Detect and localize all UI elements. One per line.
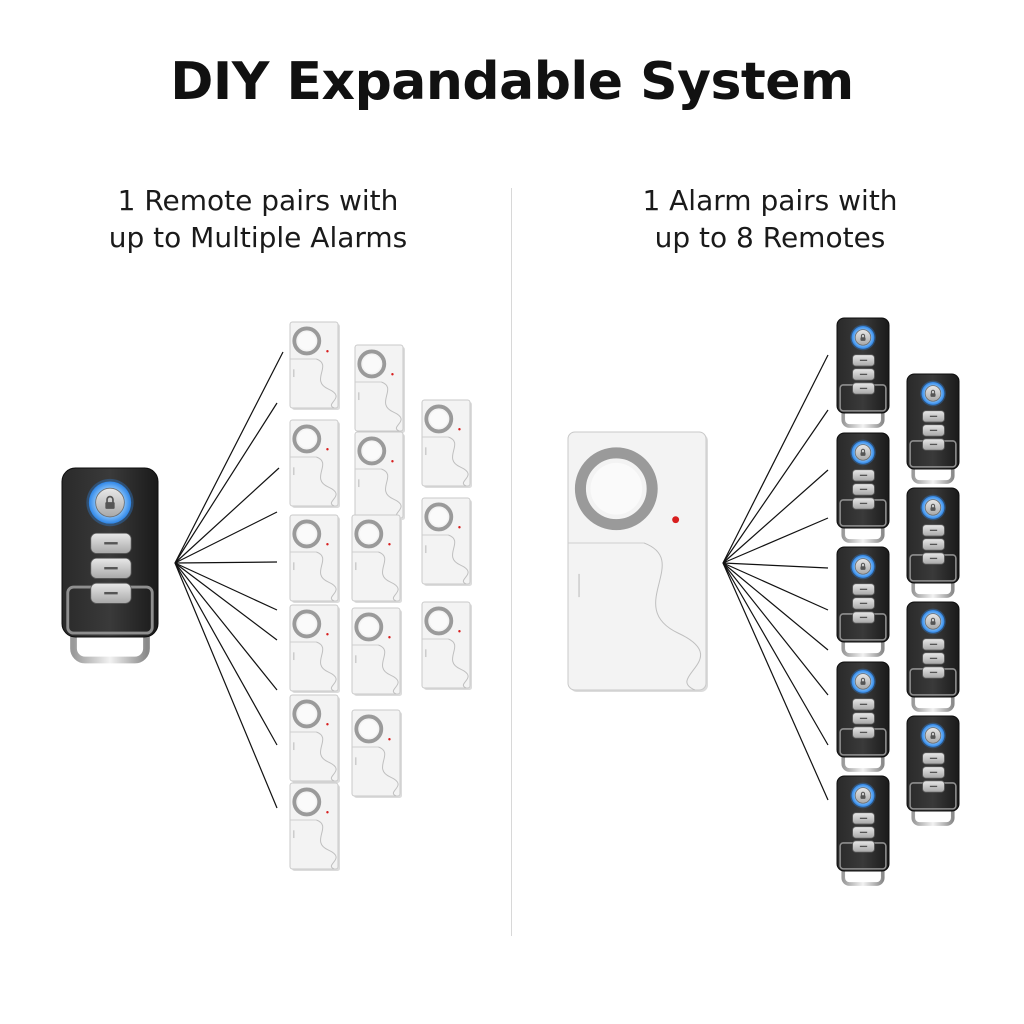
pairing-line bbox=[174, 562, 278, 641]
left-remote bbox=[61, 467, 159, 664]
right-alarm bbox=[567, 431, 708, 692]
small-alarm-9 bbox=[351, 514, 402, 603]
pairing-line bbox=[174, 562, 278, 691]
small-alarm-4 bbox=[289, 604, 340, 693]
left-caption-line-1: 1 Remote pairs with bbox=[117, 184, 399, 217]
small-remote-1 bbox=[836, 317, 890, 428]
small-alarm-14 bbox=[421, 601, 472, 690]
small-alarm-12 bbox=[421, 399, 472, 488]
devices-layer bbox=[61, 317, 960, 886]
right-caption: 1 Alarm pairs with up to 8 Remotes bbox=[550, 182, 990, 256]
small-remote-9 bbox=[906, 715, 960, 826]
pairing-line bbox=[174, 402, 278, 564]
pairing-line bbox=[722, 354, 829, 564]
pairing-lines-left bbox=[174, 351, 284, 809]
pairing-line bbox=[722, 469, 829, 564]
pairing-line bbox=[174, 511, 278, 564]
small-alarm-5 bbox=[289, 694, 340, 783]
pairing-line bbox=[174, 562, 278, 746]
pairing-line bbox=[174, 561, 278, 564]
pairing-line bbox=[174, 467, 280, 564]
pairing-line bbox=[722, 562, 829, 611]
left-caption: 1 Remote pairs with up to Multiple Alarm… bbox=[38, 182, 478, 256]
pairing-line bbox=[722, 562, 829, 651]
small-alarm-6 bbox=[289, 782, 340, 871]
right-caption-line-1: 1 Alarm pairs with bbox=[642, 184, 898, 217]
small-remote-5 bbox=[836, 775, 890, 886]
small-alarm-3 bbox=[289, 514, 340, 603]
pairing-line bbox=[174, 562, 278, 809]
small-alarm-1 bbox=[289, 321, 340, 410]
pairing-lines-right bbox=[722, 354, 829, 801]
pairing-line bbox=[174, 562, 278, 611]
right-caption-line-2: up to 8 Remotes bbox=[654, 221, 886, 254]
pairing-line bbox=[722, 562, 829, 746]
small-alarm-8 bbox=[354, 431, 405, 520]
small-remote-7 bbox=[906, 487, 960, 598]
pairing-line bbox=[722, 409, 829, 564]
small-alarm-11 bbox=[351, 709, 402, 798]
small-remote-8 bbox=[906, 601, 960, 712]
small-alarm-10 bbox=[351, 607, 402, 696]
center-divider bbox=[511, 188, 512, 936]
pairing-line bbox=[722, 517, 829, 564]
small-alarm-13 bbox=[421, 497, 472, 586]
small-remote-3 bbox=[836, 546, 890, 657]
pairing-line bbox=[722, 562, 829, 696]
pairing-line bbox=[722, 562, 829, 801]
left-caption-line-2: up to Multiple Alarms bbox=[108, 221, 408, 254]
pairing-line bbox=[722, 562, 829, 569]
small-alarm-2 bbox=[289, 419, 340, 508]
small-alarm-7 bbox=[354, 344, 405, 433]
page-title: DIY Expandable System bbox=[170, 52, 854, 112]
small-remote-4 bbox=[836, 661, 890, 772]
small-remote-2 bbox=[836, 432, 890, 543]
small-remote-6 bbox=[906, 373, 960, 484]
pairing-line bbox=[174, 351, 284, 564]
